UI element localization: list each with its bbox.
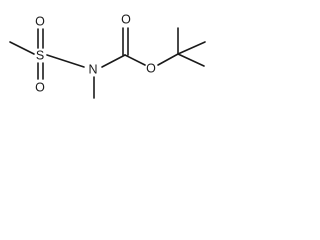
bond-tert-butyl-methyl-down [177,53,205,67]
bond-ester-oxygen-tert-carbon [157,53,179,66]
bond-carbonyl-ester-oxygen [124,54,146,66]
atom-oxygen-carbonyl-label: O [121,12,131,26]
structure-canvas: S O O N O O [0,0,216,112]
atom-oxygen-top-label: O [35,14,45,28]
bond-tert-butyl-methyl-right [177,41,206,55]
atom-oxygen-ester-label: O [146,61,156,75]
bond-nitrogen-carbonyl-carbon [101,54,126,68]
atom-nitrogen-label: N [88,62,97,76]
bond-sulfur-nitrogen [46,54,85,68]
bond-methyl-sulfur [9,41,35,55]
atom-oxygen-bottom-label: O [35,80,45,94]
atom-sulfur-label: S [36,48,44,62]
chemical-structure-diagram: S O O N O O [9,12,206,99]
